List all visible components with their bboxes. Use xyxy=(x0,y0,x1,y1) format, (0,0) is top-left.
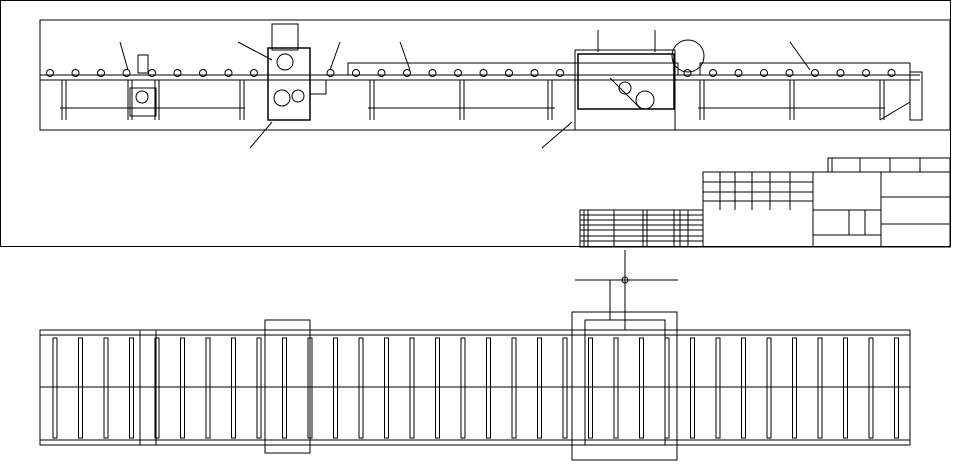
elevation-legs xyxy=(60,80,885,120)
roller xyxy=(716,338,720,438)
roller xyxy=(767,338,771,438)
roller xyxy=(480,70,487,77)
roller xyxy=(761,70,768,77)
roller xyxy=(793,338,797,438)
roller xyxy=(614,338,618,438)
roller xyxy=(735,70,742,77)
roller xyxy=(327,70,334,77)
sheet-frame xyxy=(1,1,951,247)
roller xyxy=(812,70,819,77)
roller xyxy=(710,70,717,77)
roller xyxy=(232,338,236,438)
roller xyxy=(640,338,644,438)
roller xyxy=(837,70,844,77)
roller xyxy=(410,338,414,438)
roller xyxy=(844,338,848,438)
roller xyxy=(436,338,440,438)
roller xyxy=(888,70,895,77)
roller xyxy=(123,70,130,77)
roller xyxy=(487,338,491,438)
roller xyxy=(130,338,134,438)
roller xyxy=(684,70,691,77)
roller xyxy=(512,338,516,438)
roller xyxy=(385,338,389,438)
roller xyxy=(149,70,156,77)
roller xyxy=(589,338,593,438)
title-block xyxy=(580,158,950,247)
roller xyxy=(691,338,695,438)
roller xyxy=(786,70,793,77)
elevation-rollers xyxy=(47,70,896,77)
roller xyxy=(308,338,312,438)
roller xyxy=(98,70,105,77)
roller xyxy=(225,70,232,77)
roller xyxy=(359,338,363,438)
leader-lines xyxy=(120,42,910,148)
roller xyxy=(461,338,465,438)
roller xyxy=(429,70,436,77)
roller xyxy=(538,338,542,438)
roller xyxy=(181,338,185,438)
roller xyxy=(378,70,385,77)
roller xyxy=(174,70,181,77)
roller xyxy=(557,70,564,77)
roller xyxy=(251,70,258,77)
roller xyxy=(283,338,287,438)
roller xyxy=(742,338,746,438)
roller xyxy=(455,70,462,77)
roller xyxy=(869,338,873,438)
roller xyxy=(104,338,108,438)
roller xyxy=(206,338,210,438)
roller xyxy=(353,70,360,77)
roller xyxy=(531,70,538,77)
roller xyxy=(863,70,870,77)
roller xyxy=(47,70,54,77)
roller xyxy=(895,338,899,438)
plan-rollers xyxy=(53,338,899,438)
roller xyxy=(53,338,57,438)
roller xyxy=(200,70,207,77)
upender-machine-left xyxy=(268,24,326,120)
roller xyxy=(506,70,513,77)
roller xyxy=(334,338,338,438)
roller xyxy=(404,70,411,77)
roller xyxy=(257,338,261,438)
roller xyxy=(563,338,567,438)
roller xyxy=(72,70,79,77)
roller xyxy=(79,338,83,438)
elevation-view xyxy=(40,20,950,148)
roller xyxy=(818,338,822,438)
plan-view xyxy=(40,250,910,460)
roller xyxy=(155,338,159,438)
transfer-machine-center xyxy=(130,30,704,130)
roller xyxy=(665,338,669,438)
